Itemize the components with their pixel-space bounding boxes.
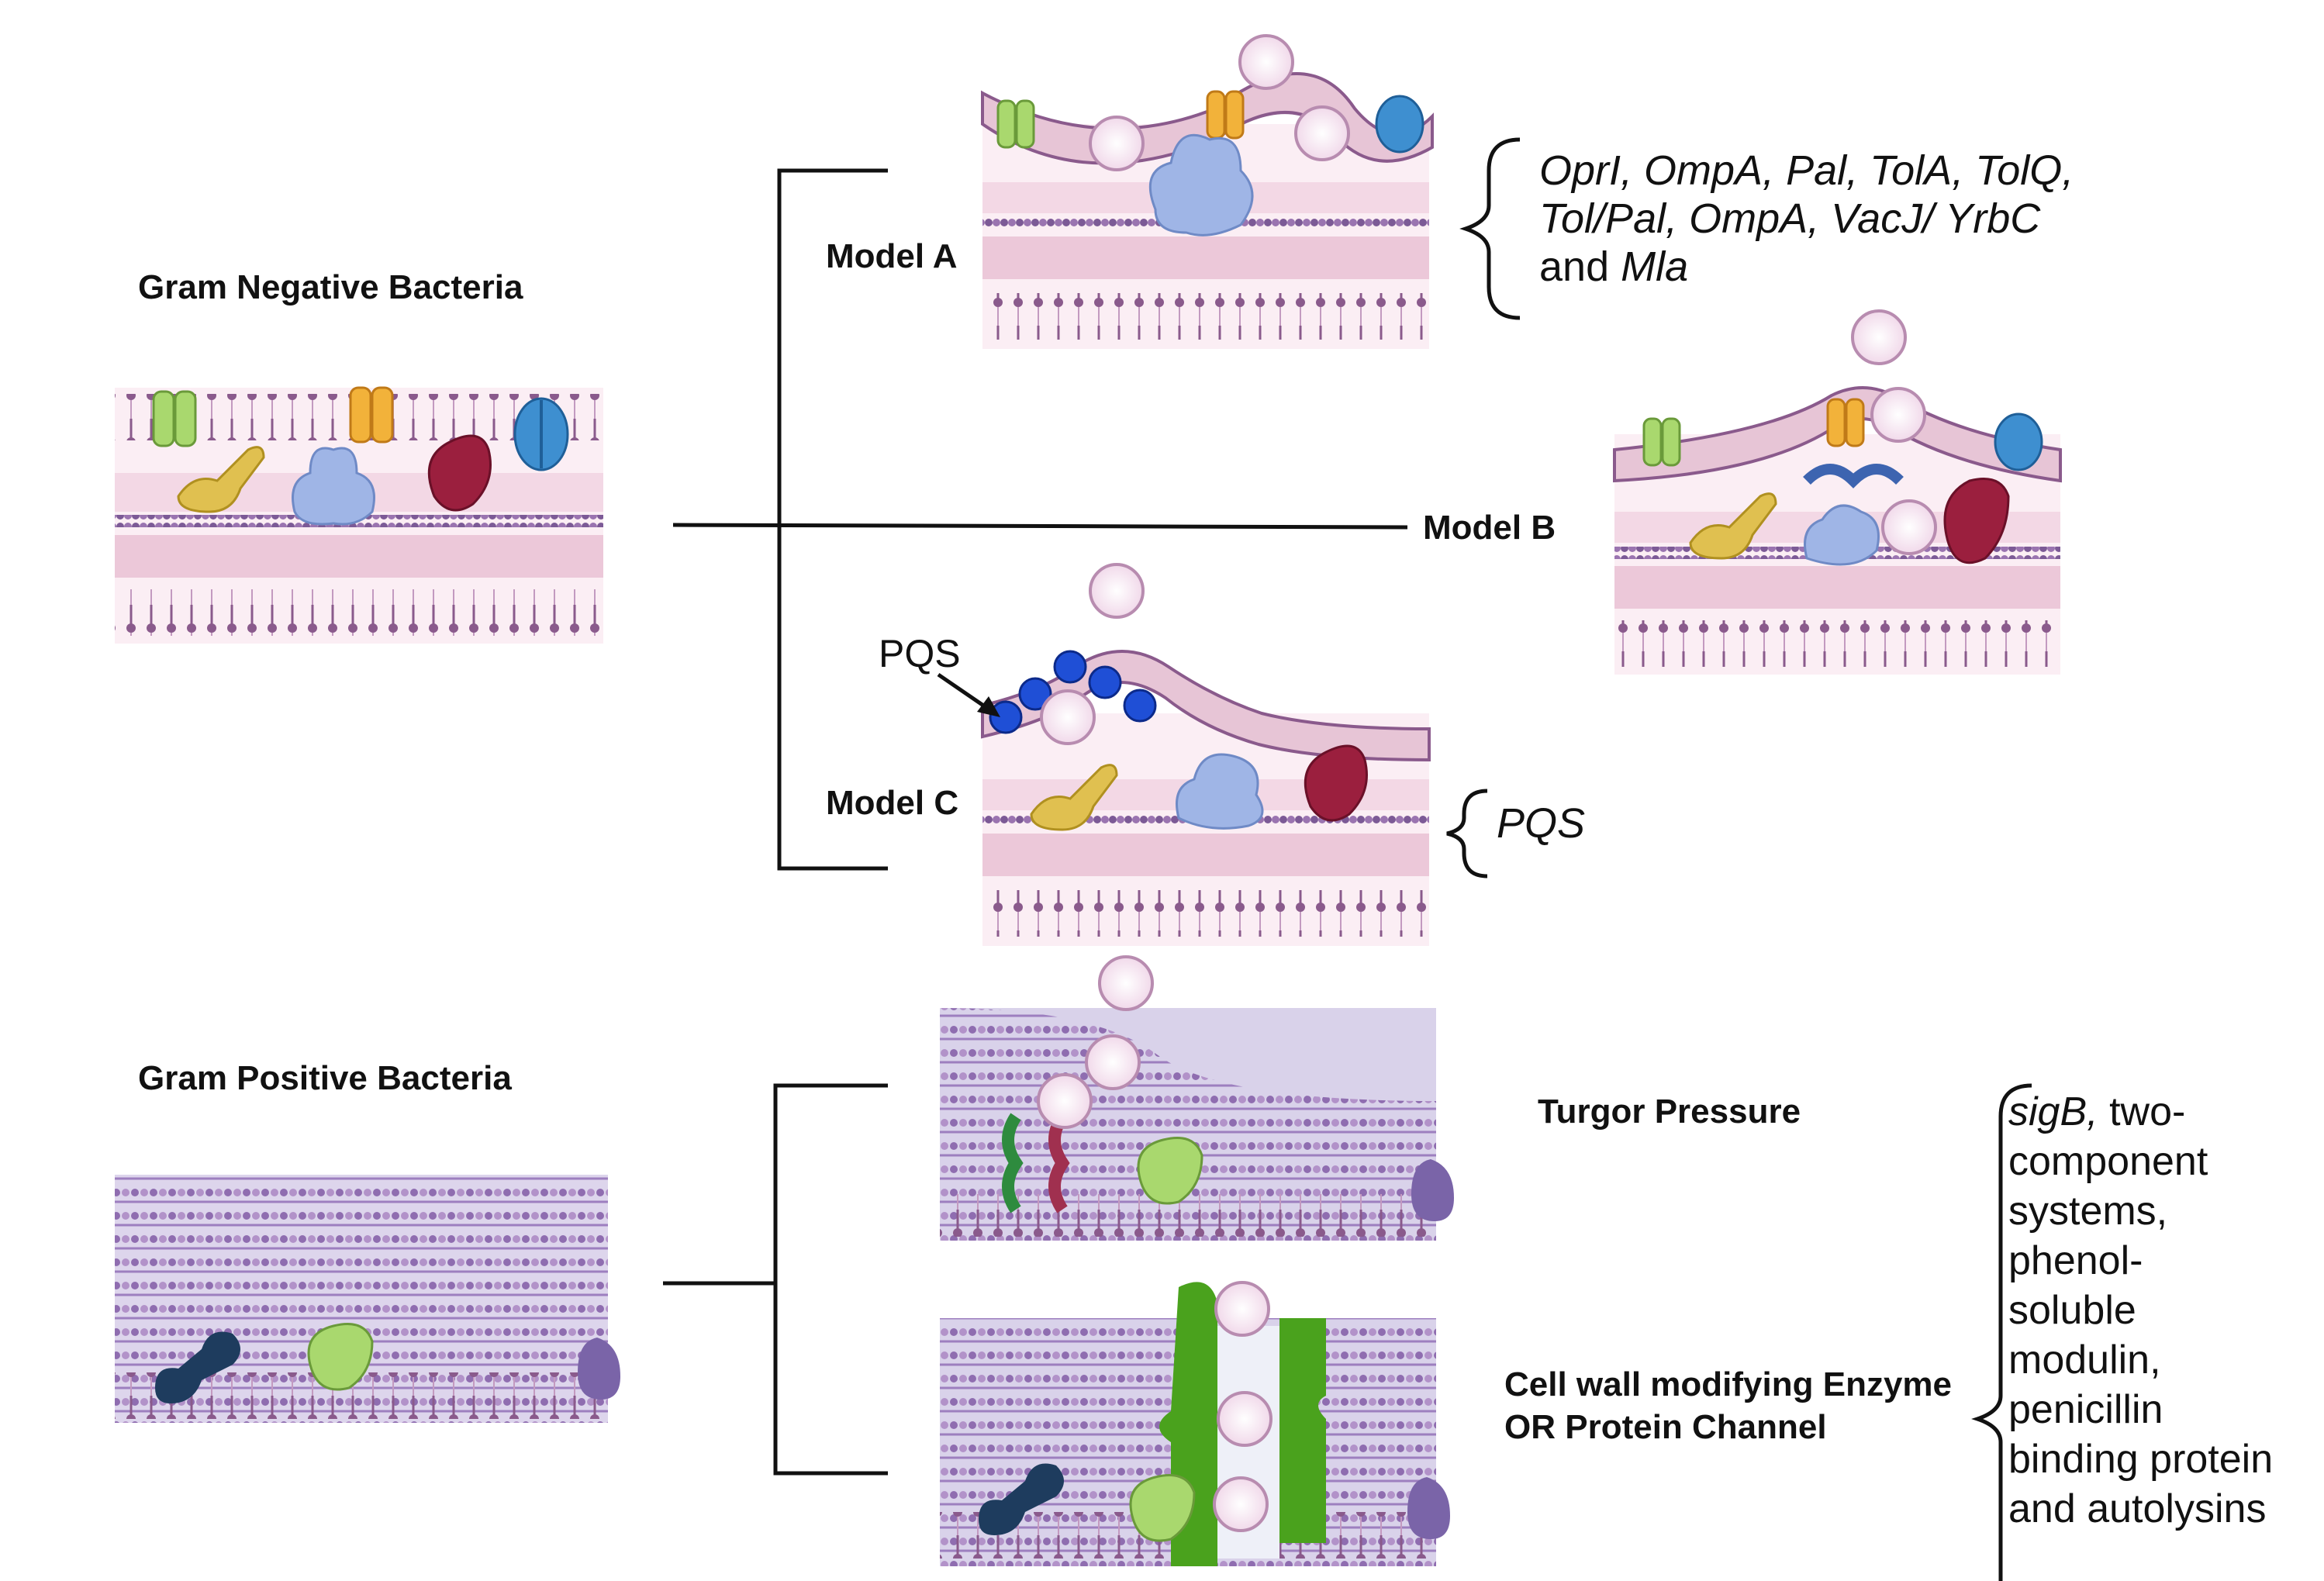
sigb-gene: sigB, [2008,1089,2098,1134]
model-a-genes-line2: Tol/Pal, OmpA, VacJ/ YrbC [1539,195,2041,242]
gram-positive-proteins [155,1323,620,1403]
model-b-proteins [1642,398,2043,566]
yellow-periplasmic-protein [177,446,265,513]
gram-positive-title: Gram Positive Bacteria [138,1059,512,1097]
model-a-genes-mla: Mla [1621,243,1688,290]
gram-negative-title: Gram Negative Bacteria [138,268,523,306]
model-c-genes: PQS [1497,800,1585,847]
turgor-pressure-label: Turgor Pressure [1538,1093,1801,1131]
genes-line-2: systems, [2008,1189,2168,1234]
model-a-brace [1459,137,1521,320]
protein-channel-cell [940,1281,1450,1566]
model-a-genes-and: and [1539,243,1609,290]
model-a-label: Model A [826,237,957,275]
svg-text:and Mla: and Mla [1539,243,1688,290]
lightblue-protein-complex [292,447,375,526]
model-b-label: Model B [1423,509,1556,547]
model-c-proteins [1030,744,1368,831]
model-c-vesicles [1040,563,1145,745]
genes-line-6: penicillin [2008,1387,2163,1432]
genes-line-7: binding protein [2008,1437,2274,1482]
model-a-cell [981,72,1434,349]
gram-positive-brace [1971,1083,2032,1581]
pqs-arrowhead [977,696,1000,717]
gram-negative-connector [672,168,1408,871]
genes-line-5: modulin, [2008,1338,2161,1383]
model-a-genes-line1: OprI, OmpA, Pal, TolA, TolQ, [1539,147,2074,194]
genes-line-3: phenol- [2008,1238,2143,1283]
gram-positive-cell [115,1175,608,1423]
model-c-label: Model C [826,784,958,822]
red-periplasmic-protein [427,434,492,512]
genes-line-8: and autolysins [2008,1486,2267,1531]
model-a-vesicles [1089,34,1350,171]
genes-line-0: sigB, two- [2008,1089,2186,1134]
enzyme-label-line2: OR Protein Channel [1504,1408,1827,1446]
enzyme-label-line1: Cell wall modifying Enzyme [1504,1365,1952,1403]
turgor-pressure-cell [940,955,1454,1241]
porin-green-protein [152,390,197,447]
porin-blue-protein [513,397,569,471]
pqs-arrow-label: PQS [879,632,961,675]
gram-positive-connector [663,1083,888,1476]
pqs-molecules [989,650,1157,734]
genes-line-1: component [2008,1139,2208,1184]
porin-orange-protein [349,386,394,444]
genes-line-4: soluble [2008,1288,2136,1333]
model-a-proteins [996,90,1424,236]
model-c-brace [1446,789,1488,879]
gram-positive-genes: sigB, two- component systems, phenol- so… [2008,1087,2324,1534]
model-b-vesicles [1851,309,1937,555]
